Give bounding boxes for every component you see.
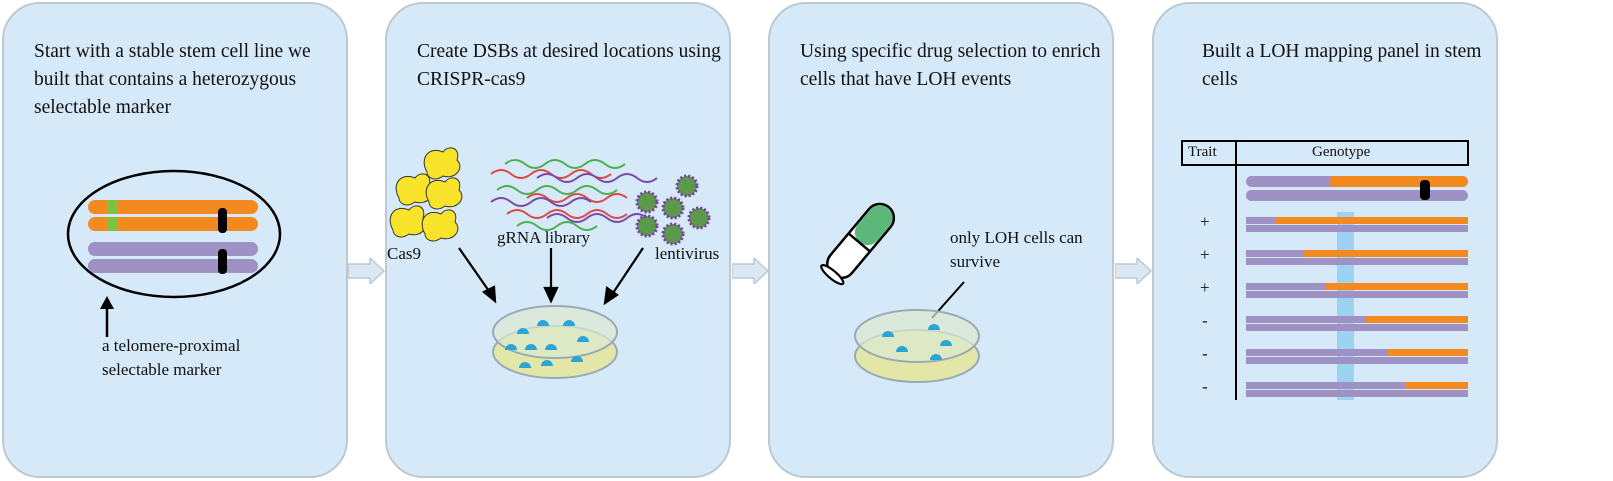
trait-value: - — [1202, 377, 1208, 396]
panel-1-title: Start with a stable stem cell line we bu… — [34, 41, 311, 118]
panel-2-title: Create DSBs at desired locations using C… — [417, 41, 721, 90]
table-row — [1246, 382, 1468, 397]
grna-strand — [496, 185, 618, 195]
table-row — [1246, 283, 1468, 298]
chromosome-purple-1 — [88, 242, 258, 256]
grna-library-label: gRNA library — [497, 228, 591, 247]
panel-start-stem-cell-line: Start with a stable stem cell line we bu… — [2, 2, 348, 478]
genotype-rows — [1246, 217, 1468, 397]
flow-arrow-1 — [348, 258, 386, 284]
grna-strand — [526, 193, 628, 203]
selectable-marker-green-2 — [107, 217, 117, 231]
centromere-2 — [218, 249, 227, 274]
lentivirus-particle — [635, 214, 659, 238]
trait-header: Trait — [1188, 144, 1217, 160]
survivor-annotation: only LOH cells can survive — [950, 228, 1083, 271]
chromosome-orange-2 — [88, 217, 258, 231]
selection-dish — [854, 309, 980, 383]
grna-strand — [546, 213, 648, 223]
cas9-protein — [421, 209, 459, 242]
cas9-protein — [389, 205, 427, 238]
table-row — [1246, 316, 1468, 331]
mapping-highlight-band — [1337, 212, 1354, 400]
crispr-illustration — [389, 147, 711, 379]
lentivirus-particle — [661, 196, 685, 220]
surviving-colonies — [882, 324, 952, 360]
culture-dish — [492, 305, 618, 379]
lentivirus-particle — [687, 206, 711, 230]
cas9-proteins — [389, 147, 463, 242]
lentivirus-particle — [635, 190, 659, 214]
selection-illustration — [820, 202, 980, 383]
lentivirus-particle — [675, 174, 699, 198]
delivery-arrows — [458, 247, 644, 306]
cell-colonies — [505, 320, 589, 368]
panel-loh-mapping: Built a LOH mapping panel in stem cells … — [1152, 2, 1498, 478]
centromere-1 — [218, 208, 227, 233]
reference-chromosomes — [1246, 176, 1468, 201]
chromosome-purple-2 — [88, 259, 258, 273]
cas9-protein — [425, 177, 463, 210]
grna-strand — [536, 173, 658, 183]
flow-arrow-3 — [1115, 258, 1153, 284]
panel-create-dsbs: Create DSBs at desired locations using C… — [385, 2, 731, 478]
flow-arrow-2 — [732, 258, 770, 284]
lentivirus-label: lentivirus — [655, 244, 720, 263]
marker-pointer-arrowhead — [100, 296, 114, 309]
table-row — [1246, 217, 1468, 232]
drug-tube-icon — [820, 202, 896, 286]
table-row — [1246, 250, 1468, 265]
table-row — [1246, 349, 1468, 364]
grna-strand — [516, 221, 598, 231]
trait-value: - — [1202, 311, 1208, 330]
panel-drug-selection: Using specific drug selection to enrich … — [768, 2, 1114, 478]
nucleus-illustration — [66, 169, 282, 337]
cas9-protein — [423, 147, 461, 180]
selectable-marker-green-1 — [107, 200, 117, 214]
table-header-box — [1181, 140, 1469, 166]
trait-value: + — [1200, 278, 1210, 297]
trait-value: + — [1200, 245, 1210, 264]
grna-strand — [504, 159, 626, 169]
panel-4-title: Built a LOH mapping panel in stem cells — [1202, 41, 1482, 90]
trait-value: + — [1200, 212, 1210, 231]
trait-value: - — [1202, 344, 1208, 363]
marker-annotation: a telomere-proximal selectable marker — [102, 336, 241, 379]
loh-mapping-table — [1181, 140, 1469, 400]
grna-strands — [490, 159, 658, 231]
panel-3-title: Using specific drug selection to enrich … — [800, 41, 1101, 90]
grna-strand — [490, 197, 592, 207]
cas9-label: Cas9 — [387, 244, 421, 263]
lentivirus-particles — [635, 174, 711, 246]
lentivirus-particle — [661, 222, 685, 246]
chromosome-orange-1 — [88, 200, 258, 214]
genotype-header: Genotype — [1312, 144, 1371, 160]
nucleus-outline — [66, 169, 282, 299]
grna-strand — [506, 209, 628, 219]
